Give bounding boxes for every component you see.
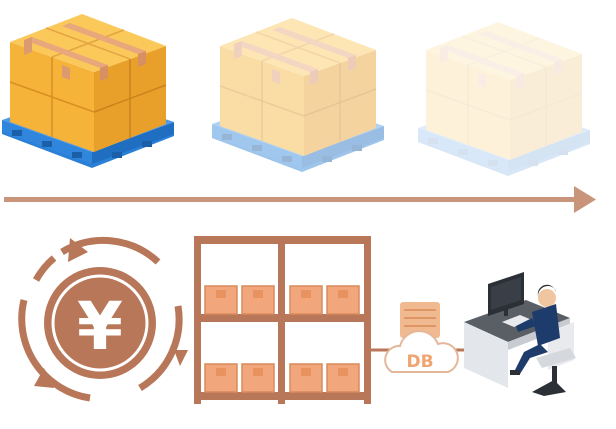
pallet-boxes-light-icon (417, 21, 591, 177)
office-worker-desk-icon (464, 272, 576, 396)
db-label: DB (406, 352, 433, 372)
warehouse-shelf-icon (194, 236, 371, 404)
pallet-boxes-faded-icon (211, 17, 385, 173)
currency-symbol: ¥ (77, 288, 123, 365)
pallet-boxes-icon (1, 13, 175, 169)
progress-arrow-icon (4, 186, 596, 213)
database-cloud-icon: DB (371, 302, 470, 373)
yen-cycle-icon: ¥ (18, 236, 188, 402)
